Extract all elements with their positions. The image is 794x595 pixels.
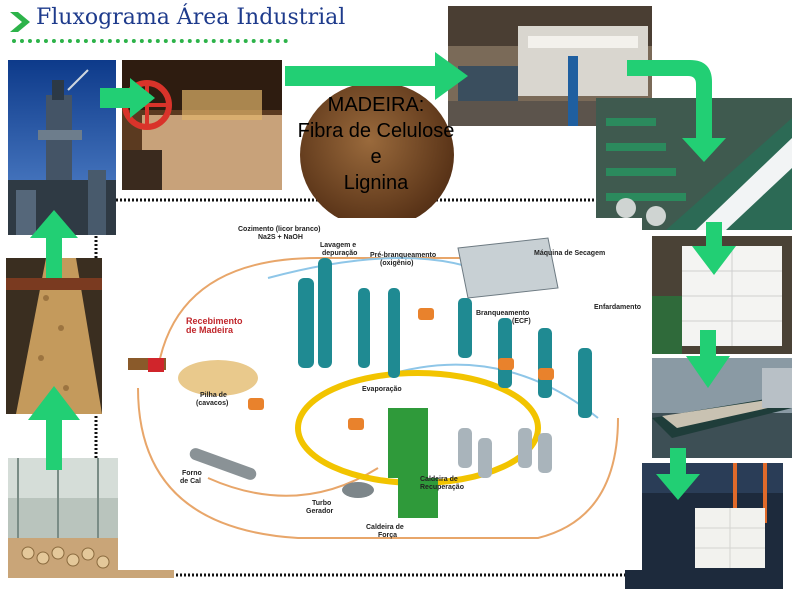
page-title: Fluxograma Área Industrial [36, 5, 346, 30]
label-pilha: Pilha de [200, 392, 227, 399]
madeira-circle [300, 82, 454, 228]
label-pre-branqueamento-2: (oxigênio) [380, 260, 414, 267]
madeira-caption: MADEIRA: Fibra de Celulose e Lignina [262, 92, 490, 196]
label-branqueamento: Branqueamento [476, 310, 530, 317]
madeira-line-4: Lignina [343, 172, 409, 194]
chevron-right-icon [10, 12, 30, 32]
madeira-line-2: Fibra de Celulose [297, 120, 455, 142]
label-recebimento-2: de Madeira [186, 325, 234, 335]
arrow-right-icon [285, 52, 468, 100]
label-pre-branqueamento: Pré-branqueamento [370, 252, 437, 259]
label-gerador: Gerador [306, 508, 334, 515]
title-underline [12, 39, 288, 43]
ship-photo [652, 358, 792, 458]
digester-photo [122, 60, 282, 190]
crane-loading-photo [625, 463, 783, 589]
label-caldeira-recuperacao: Caldeira de [420, 476, 458, 483]
label-caldeira-forca-2: Força [378, 532, 398, 539]
label-caldeira-recuperacao-2: Recuperação [420, 484, 464, 491]
arrow-down-icon [656, 448, 700, 500]
label-forno-2: de Cal [180, 478, 202, 485]
arrow-right-icon [100, 78, 155, 118]
label-branqueamento-2: (ECF) [512, 318, 531, 325]
chip-conveyor-photo [6, 258, 102, 414]
industrial-process-diagram [118, 218, 642, 570]
madeira-line-3: e [370, 146, 382, 168]
arrow-up-icon [28, 386, 80, 470]
madeira-line-1: MADEIRA: [327, 94, 425, 116]
label-caldeira-forca: Caldeira de [366, 524, 404, 531]
label-lavagem: Lavagem e [320, 242, 357, 249]
arrow-down-icon [686, 330, 730, 388]
label-cozimento-2: Na2S + NaOH [258, 234, 303, 241]
label-cavacos: (cavacos) [196, 400, 229, 407]
label-evaporacao: Evaporação [362, 386, 402, 393]
label-turbo: Turbo [312, 500, 332, 507]
label-forno: Forno [182, 470, 202, 477]
label-cozimento: Cozimento (licor branco) [238, 226, 321, 233]
label-recebimento: Recebimento [186, 316, 243, 326]
arrow-curve-down-icon [627, 60, 726, 162]
label-maquina-secagem: Máquina de Secagem [534, 250, 606, 257]
arrow-up-icon [30, 210, 78, 278]
label-depuracao: depuração [322, 250, 358, 257]
drying-line-photo [596, 98, 792, 230]
arrow-down-icon [692, 222, 736, 275]
label-enfardamento: Enfardamento [594, 304, 642, 311]
